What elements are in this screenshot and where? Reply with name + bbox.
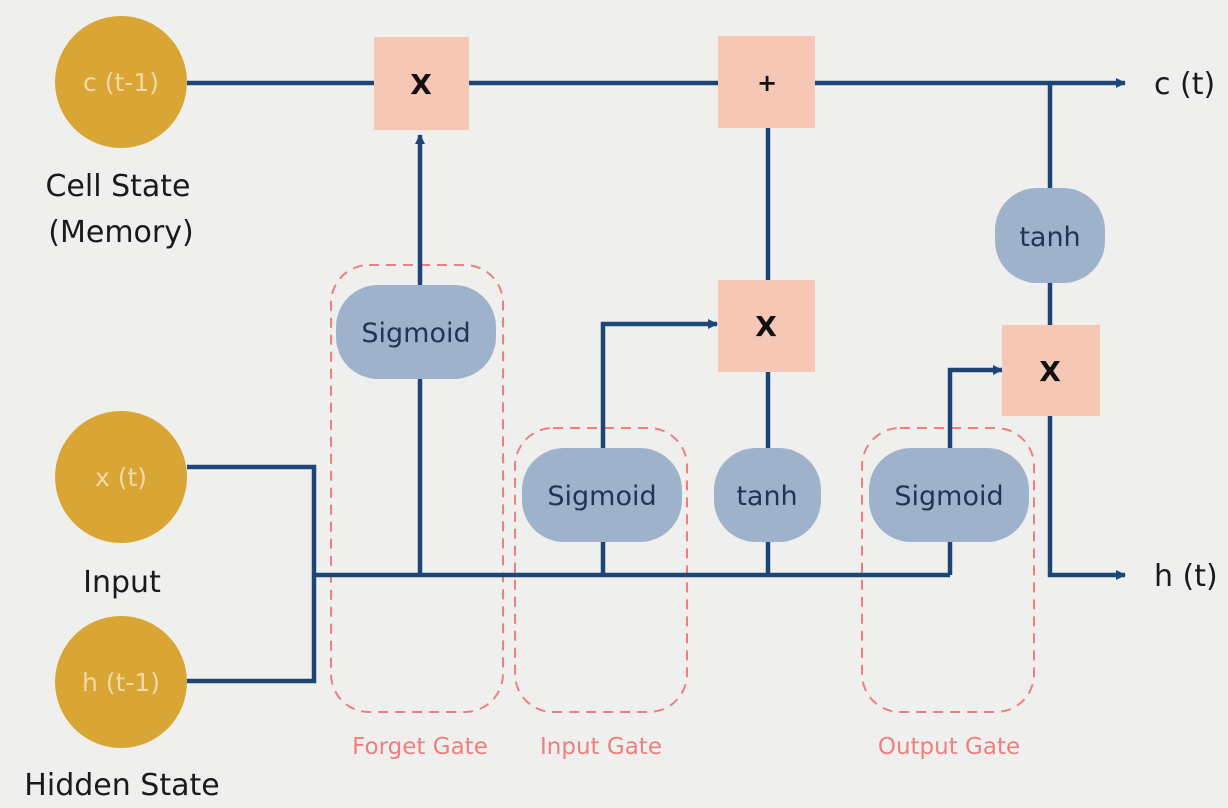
input-wire [187,464,317,684]
input-gate-label: Input Gate [540,734,662,760]
add-box: + [718,36,815,128]
output-multiply-box: X [1002,325,1100,416]
svg-text:x (t): x (t) [95,463,147,492]
memory-label: (Memory) [48,215,193,250]
svg-text:Sigmoid: Sigmoid [547,481,656,512]
svg-text:Sigmoid: Sigmoid [361,318,470,349]
input-gate-outline [514,427,688,713]
output-sigmoid: Sigmoid [869,448,1029,542]
svg-text:X: X [1039,355,1061,388]
cell-state-label: Cell State [45,169,190,204]
forget-multiply-box: X [374,37,469,130]
input-multiply-box: X [718,280,815,372]
svg-text:h (t-1): h (t-1) [82,668,160,697]
output-gate-label: Output Gate [878,734,1020,760]
svg-text:X: X [755,310,777,343]
cell-tanh: tanh [995,188,1105,283]
cell-state-input-node: c (t-1) [55,16,187,148]
svg-text:X: X [410,68,432,101]
forget-gate-outline [330,264,504,713]
svg-text:Sigmoid: Sigmoid [894,481,1003,512]
output-gate-outline [861,427,1035,713]
svg-text:tanh: tanh [1019,222,1080,253]
forget-sigmoid: Sigmoid [336,285,496,379]
hidden-state-output-label: h (t) [1154,559,1218,594]
hidden-state-label: Hidden State [24,768,219,803]
cell-state-output-label: c (t) [1154,67,1215,102]
forget-gate-label: Forget Gate [352,734,488,760]
input-label: Input [83,565,161,600]
input-node: x (t) [55,411,187,543]
input-sigmoid: Sigmoid [522,448,682,542]
hidden-out-wire [1047,415,1126,580]
svg-text:+: + [757,69,777,97]
candidate-tanh: tanh [714,448,821,542]
svg-text:tanh: tanh [736,481,797,512]
svg-text:c (t-1): c (t-1) [83,68,159,97]
hidden-state-input-node: h (t-1) [55,616,187,748]
